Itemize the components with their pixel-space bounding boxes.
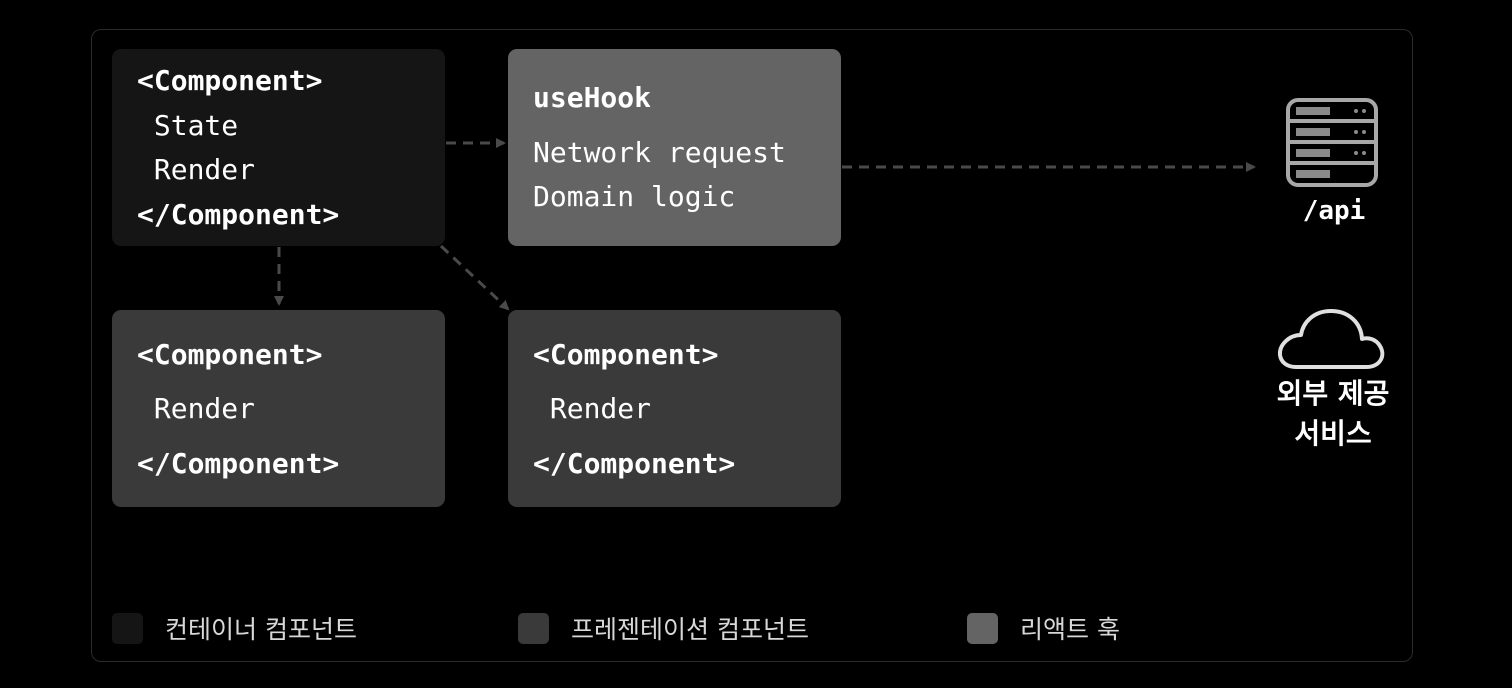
component-close-tag: </Component> — [533, 447, 736, 480]
container-component-box: <Component> State Render </Component> — [112, 49, 445, 246]
external-service-label-line2: 서비스 — [1294, 417, 1372, 450]
render-line: Render — [137, 392, 256, 425]
use-hook-box: useHook Network request Domain logic — [508, 49, 841, 246]
legend-swatch-hook — [967, 612, 998, 644]
render-line: Render — [533, 392, 652, 425]
legend-item-container: 컨테이너 컴포넌트 — [112, 612, 357, 644]
state-line: State — [137, 109, 239, 142]
api-label: /api — [1302, 196, 1366, 226]
legend-swatch-presentation — [518, 612, 549, 644]
legend-item-presentation: 프레젠테이션 컴포넌트 — [518, 612, 809, 644]
component-open-tag: <Component> — [533, 338, 719, 371]
component-close-tag: </Component> — [137, 198, 340, 231]
component-close-tag: </Component> — [137, 447, 340, 480]
network-request-line: Network request — [533, 136, 786, 169]
domain-logic-line: Domain logic — [533, 180, 736, 213]
presentation-component-box-left: <Component> Render </Component> — [112, 310, 445, 507]
legend-label-hook: 리액트 훅 — [1020, 615, 1120, 644]
render-line: Render — [137, 153, 256, 186]
legend-label-container: 컨테이너 컴포넌트 — [165, 615, 357, 644]
component-open-tag: <Component> — [137, 64, 323, 97]
legend-swatch-container — [112, 612, 143, 644]
presentation-component-box-right: <Component> Render </Component> — [508, 310, 841, 507]
external-service-label: 외부 제공 서비스 — [1255, 374, 1411, 454]
component-open-tag: <Component> — [137, 338, 323, 371]
external-service-label-line1: 외부 제공 — [1276, 377, 1390, 410]
diagram-frame — [91, 29, 1413, 662]
legend-label-presentation: 프레젠테이션 컴포넌트 — [571, 615, 809, 644]
legend-item-hook: 리액트 훅 — [967, 612, 1120, 644]
hook-title: useHook — [533, 81, 652, 114]
